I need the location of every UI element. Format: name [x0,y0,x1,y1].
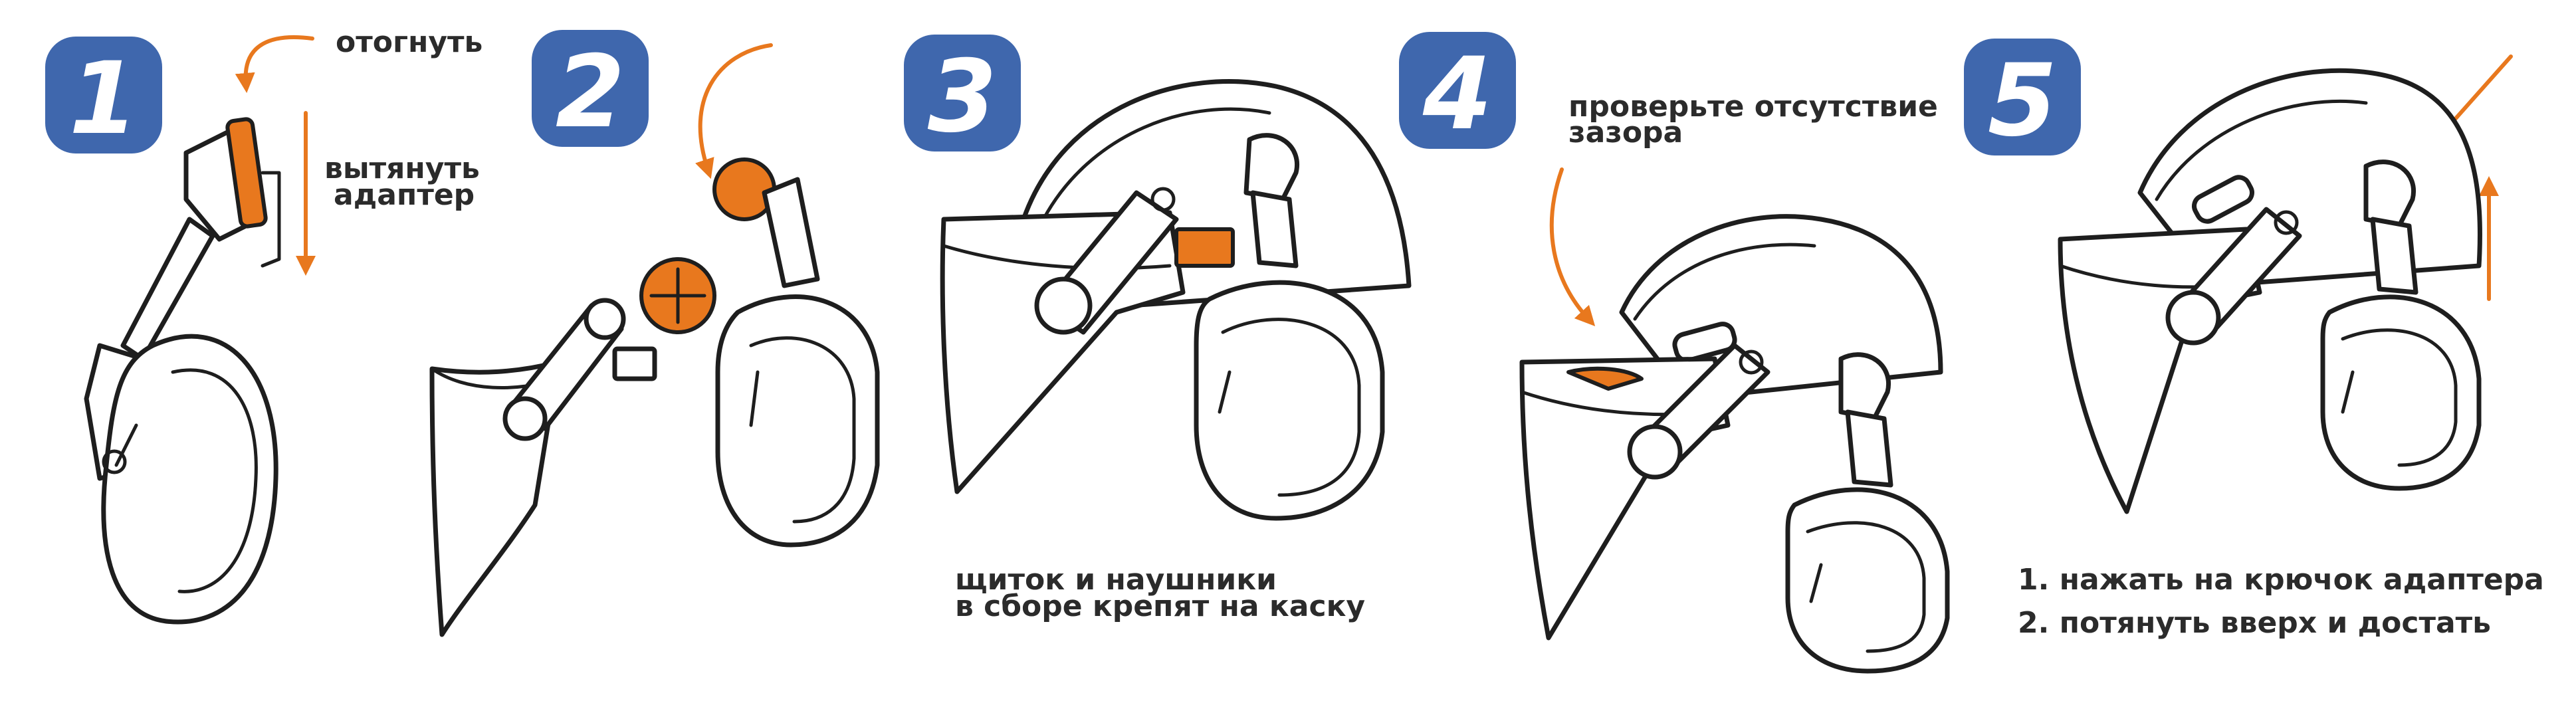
step-4-number: 4 [1422,37,1492,152]
step-3: 3 щиток и наушники в сборе крепят на кас… [904,35,1412,623]
step-1-note-pull: вытянуть [324,152,480,185]
step-5: 5 1. нажать на крючок адаптера 2. потяну… [1964,39,2544,640]
gap-check-arrow-icon [1549,167,1596,327]
step-2-badge [532,30,649,147]
step-2: 2 [429,30,880,637]
helmet-removal-illustration [2058,68,2482,514]
step-4-note-line2: зазора [1568,116,1683,150]
step-4-note-line1: проверьте отсутствие [1568,90,1938,124]
step-4-badge [1399,32,1516,149]
step-3-note-line2: в сборе крепят на каску [955,589,1365,623]
step-3-badge [904,35,1021,152]
step-5-note-line1: 1. нажать на крючок адаптера [2018,563,2544,597]
step-1-number: 1 [69,41,138,157]
step-3-number: 3 [928,39,997,155]
helmet-gap-check-illustration [1519,214,1950,674]
step-3-note-line1: щиток и наушники [955,563,1277,597]
step-5-badge [1964,39,2081,155]
step-1-badge [45,37,162,153]
step-2-number: 2 [556,35,625,150]
step-5-number: 5 [1988,43,2057,159]
step-5-note-line2: 2. потянуть вверх и достать [2018,606,2491,640]
visor-and-earmuff-illustration [429,157,880,637]
step-1-note-fold: отогнуть [336,25,483,59]
fold-arrow-icon [235,35,314,93]
step-1: 1 отогнуть вытянуть адаптер [45,25,483,625]
helmet-assembly-illustration [940,79,1412,521]
turn-arrow-icon [695,43,773,179]
earmuff-illustration [84,117,281,625]
step-4: 4 проверьте отсутствие зазора [1399,32,1950,674]
step-1-note-adapter: адаптер [334,178,475,212]
